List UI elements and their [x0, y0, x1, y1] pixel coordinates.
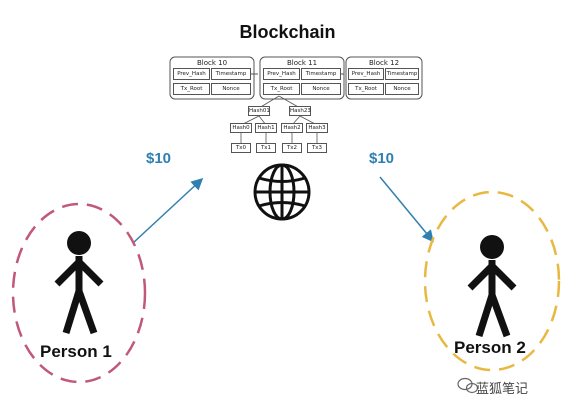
block-11-prev-hash: Prev_Hash — [263, 68, 300, 80]
globe-icon — [253, 163, 311, 221]
block-11-timestamp: Timestamp — [301, 68, 341, 80]
merkle-node-hash2: Hash2 — [281, 123, 303, 133]
merkle-node-hash0: Hash0 — [230, 123, 252, 133]
transfer-amount-left: $10 — [146, 150, 172, 167]
merkle-node-hash23: Hash23 — [289, 106, 311, 116]
block-12-tx-root: Tx_Root — [348, 83, 384, 95]
person1-figure-icon — [54, 231, 104, 335]
block-10-nonce: Nonce — [211, 83, 251, 95]
block-12-timestamp: Timestamp — [385, 68, 419, 80]
person1-label: Person 1 — [40, 342, 112, 361]
block-10-tx-root: Tx_Root — [173, 83, 210, 95]
diagram-title: Blockchain — [239, 22, 336, 42]
merkle-node-tx1: Tx1 — [256, 143, 276, 153]
block-11-tx-root: Tx_Root — [263, 83, 300, 95]
block-11-label: Block 11 — [286, 59, 318, 67]
merkle-node-tx3: Tx3 — [307, 143, 327, 153]
block-10-timestamp: Timestamp — [211, 68, 251, 80]
merkle-node-tx2: Tx2 — [282, 143, 302, 153]
person2-label: Person 2 — [454, 338, 526, 357]
block-12-label: Block 12 — [368, 59, 400, 67]
transfer-amount-right: $10 — [369, 150, 395, 167]
merkle-node-hash3: Hash3 — [306, 123, 328, 133]
merkle-node-hash01: Hash01 — [248, 106, 270, 116]
block-10-prev-hash: Prev_Hash — [173, 68, 210, 80]
merkle-node-tx0: Tx0 — [231, 143, 251, 153]
block-12-nonce: Nonce — [385, 83, 419, 95]
block-12-prev-hash: Prev_Hash — [348, 68, 384, 80]
block-11-nonce: Nonce — [301, 83, 341, 95]
wechat-icon — [457, 377, 479, 394]
watermark-text: 蓝狐笔记 — [476, 382, 529, 397]
person2-figure-icon — [467, 235, 517, 338]
transfer-arrow-right — [379, 176, 434, 243]
merkle-node-hash1: Hash1 — [255, 123, 277, 133]
person1-ring — [11, 202, 147, 384]
person2-ring — [423, 190, 561, 372]
transfer-arrow-left — [132, 177, 204, 244]
block-10-label: Block 10 — [196, 59, 228, 67]
